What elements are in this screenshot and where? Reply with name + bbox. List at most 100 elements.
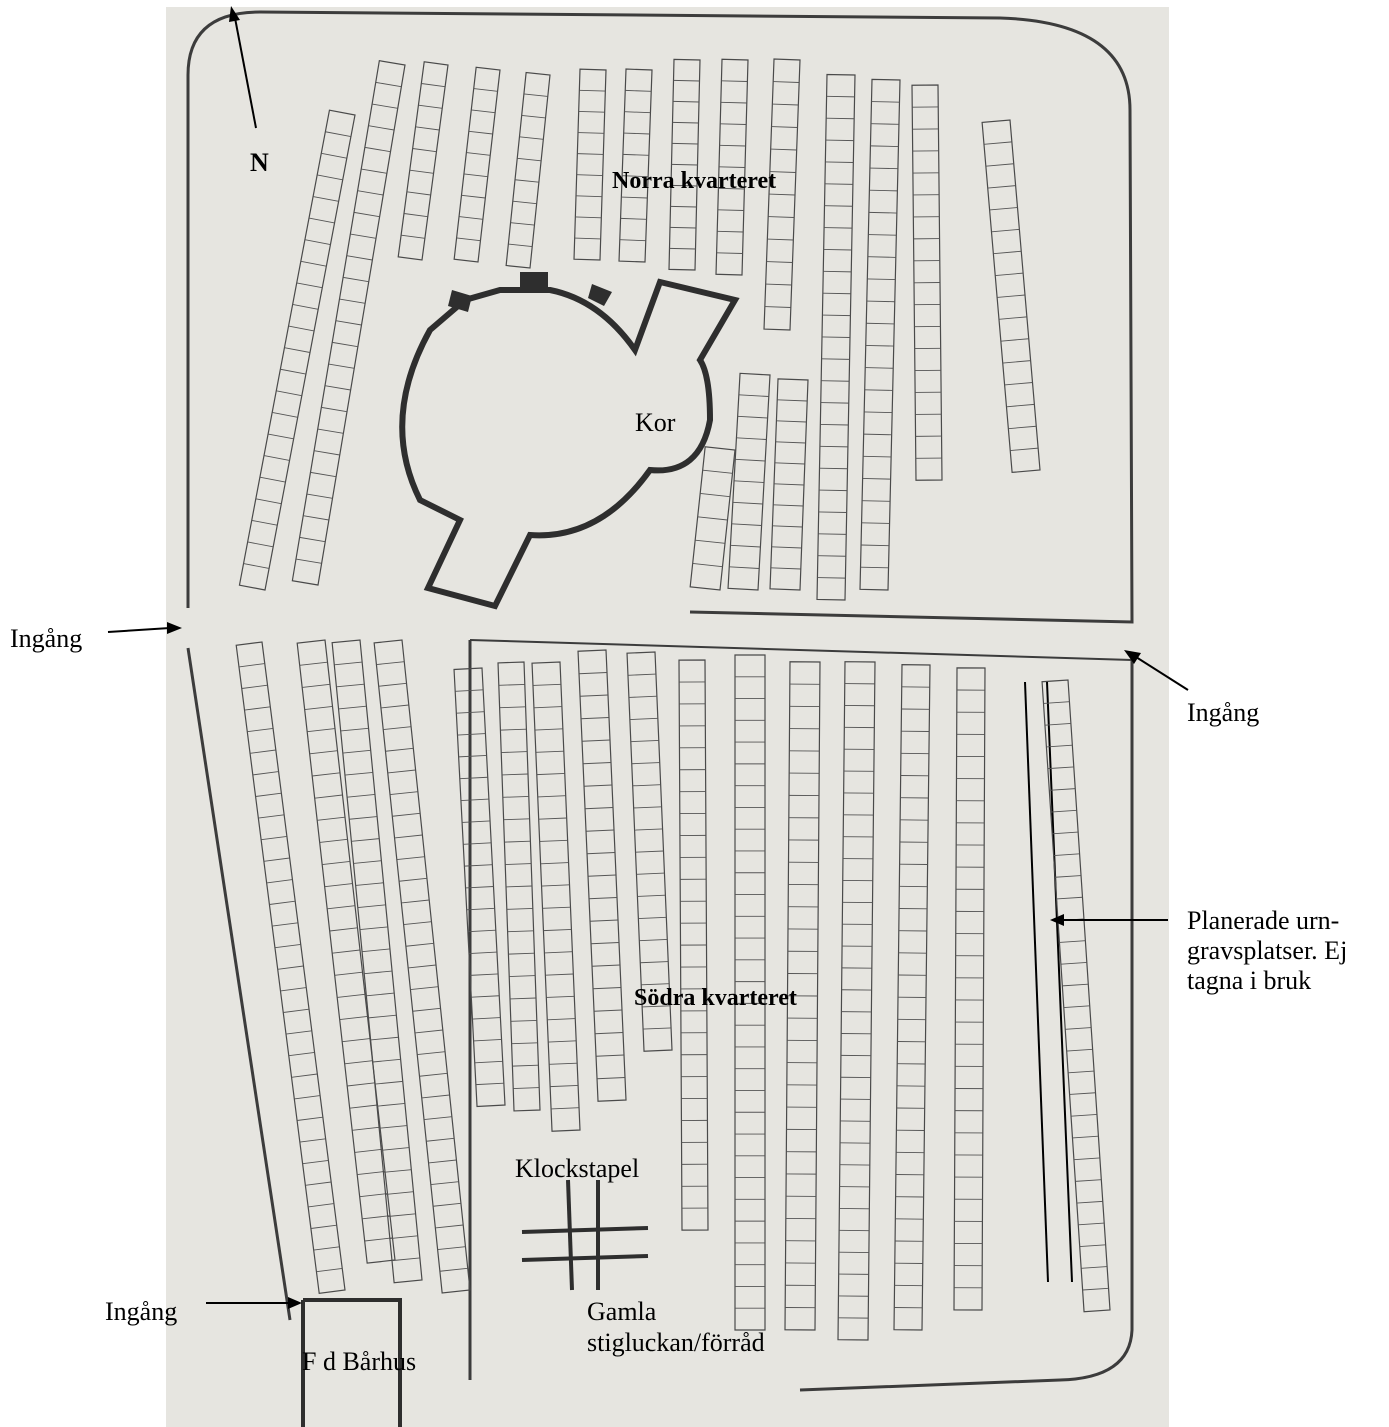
- grave-plot-divider: [508, 243, 533, 248]
- grave-plot-divider: [381, 1147, 410, 1151]
- grave-row: [715, 58, 749, 276]
- grave-plot-divider: [504, 840, 531, 843]
- grave-plot-divider: [470, 973, 499, 976]
- grave-plot-divider: [732, 501, 763, 505]
- grave-plot-divider: [251, 519, 278, 526]
- grave-plot-divider: [692, 563, 723, 568]
- grave-plot-divider: [466, 152, 491, 156]
- grave-plot-divider: [729, 566, 760, 569]
- grave-plot-divider: [297, 1116, 323, 1121]
- church-outline: [399, 278, 740, 610]
- grave-plot-divider: [276, 390, 302, 397]
- grave-plot-divider: [818, 533, 847, 535]
- grave-plot-divider: [769, 171, 796, 173]
- grave-plot-divider: [587, 852, 616, 855]
- grave-plot-divider: [364, 1237, 393, 1242]
- grave-plot-divider: [1069, 1092, 1096, 1095]
- grave-plot-divider: [582, 739, 611, 742]
- grave-plot-divider: [355, 882, 384, 886]
- grave-plot-divider: [870, 123, 899, 125]
- grave-plot-divider: [633, 806, 662, 809]
- grave-plot-divider: [344, 771, 373, 776]
- grave-plot-divider: [998, 316, 1027, 320]
- grave-plot-divider: [380, 704, 409, 709]
- grave-plot-divider: [669, 226, 697, 229]
- grave-plot-divider: [314, 794, 343, 799]
- grave-plot-divider: [702, 469, 733, 474]
- grave-plot-divider: [458, 216, 483, 220]
- grave-plot-divider: [550, 1084, 579, 1088]
- grave-plot-divider: [826, 117, 855, 120]
- grave-plot-divider: [467, 929, 496, 933]
- grave-plot-divider: [669, 247, 696, 250]
- grave-plot-divider: [508, 952, 535, 955]
- grave-plot-divider: [865, 344, 894, 347]
- grave-plot-divider: [823, 270, 852, 273]
- grave-plot-divider: [866, 300, 895, 303]
- grave-plot-divider: [499, 706, 526, 709]
- grave-plot-divider: [296, 282, 323, 289]
- grave-plot-divider: [579, 89, 606, 92]
- grave-plot-divider: [338, 705, 367, 710]
- grave-plot-divider: [352, 1126, 381, 1131]
- grave-plot-divider: [535, 750, 564, 753]
- grave-plot-divider: [1056, 896, 1083, 900]
- grave-plot-divider: [505, 863, 532, 865]
- grave-plot-divider: [458, 754, 487, 758]
- former-mortuary-outline: [301, 1298, 402, 1427]
- grave-plot-divider: [410, 986, 439, 991]
- grave-plot-divider: [865, 367, 894, 369]
- grave-plot-divider: [1059, 940, 1086, 943]
- grave-plot-divider: [370, 1036, 399, 1041]
- grave-plot-divider: [473, 88, 498, 92]
- grave-plot-divider: [354, 1148, 383, 1153]
- grave-plot-divider: [1060, 961, 1087, 965]
- grave-plot-divider: [461, 194, 486, 199]
- entrance-arrow-east: [1124, 650, 1189, 691]
- urn-line-b: [1046, 681, 1073, 1283]
- urn-note-line3: tagna i bruk: [1187, 966, 1312, 995]
- grave-plot-divider: [342, 749, 371, 754]
- grave-plot-divider: [244, 706, 271, 711]
- grave-plot-divider: [864, 411, 893, 414]
- south-quarter-boundary-east: [799, 660, 1134, 1392]
- grave-plot-divider: [820, 424, 849, 426]
- grave-plot-divider: [507, 930, 534, 933]
- grave-plot-divider: [387, 1213, 416, 1217]
- grave-plot-divider: [985, 163, 1014, 167]
- grave-plot-divider: [374, 1080, 403, 1085]
- grave-plot-divider: [575, 216, 602, 219]
- grave-row: [981, 119, 1041, 474]
- grave-plot-divider: [328, 363, 355, 369]
- grave-plot-divider: [437, 1246, 466, 1251]
- grave-row: [953, 667, 986, 1311]
- grave-plot-divider: [243, 563, 270, 569]
- grave-plot-divider: [473, 1039, 502, 1042]
- grave-plot-divider: [734, 480, 765, 483]
- grave-plot-divider: [1065, 1027, 1092, 1030]
- grave-plot-divider: [359, 1193, 388, 1198]
- grave-plot-divider: [261, 835, 287, 841]
- grave-plot-divider: [596, 1054, 625, 1057]
- grave-plot-divider: [581, 717, 610, 720]
- urn-note-line1: Planerade urn-: [1187, 906, 1340, 935]
- grave-plot-divider: [769, 193, 796, 196]
- grave-plot-divider: [1082, 1287, 1109, 1291]
- grave-plot-divider: [263, 455, 290, 461]
- grave-plot-divider: [1004, 382, 1033, 386]
- grave-plot-divider: [987, 185, 1016, 189]
- grave-plot-divider: [368, 125, 395, 131]
- grave-plot-divider: [347, 794, 376, 798]
- grave-row: [734, 654, 766, 1331]
- grave-plot-divider: [771, 546, 802, 549]
- grave-plot-divider: [334, 661, 363, 666]
- grave-plot-divider: [1047, 766, 1074, 770]
- north-quarter-label: Norra kvarteret: [612, 168, 777, 194]
- grave-plot-divider: [435, 1224, 464, 1229]
- grave-plot-divider: [672, 121, 699, 124]
- grave-plot-divider: [394, 834, 423, 839]
- grave-plot-divider: [995, 272, 1024, 276]
- grave-plot-divider: [620, 217, 647, 220]
- grave-row: [678, 659, 709, 1231]
- grave-plot-divider: [643, 1027, 672, 1030]
